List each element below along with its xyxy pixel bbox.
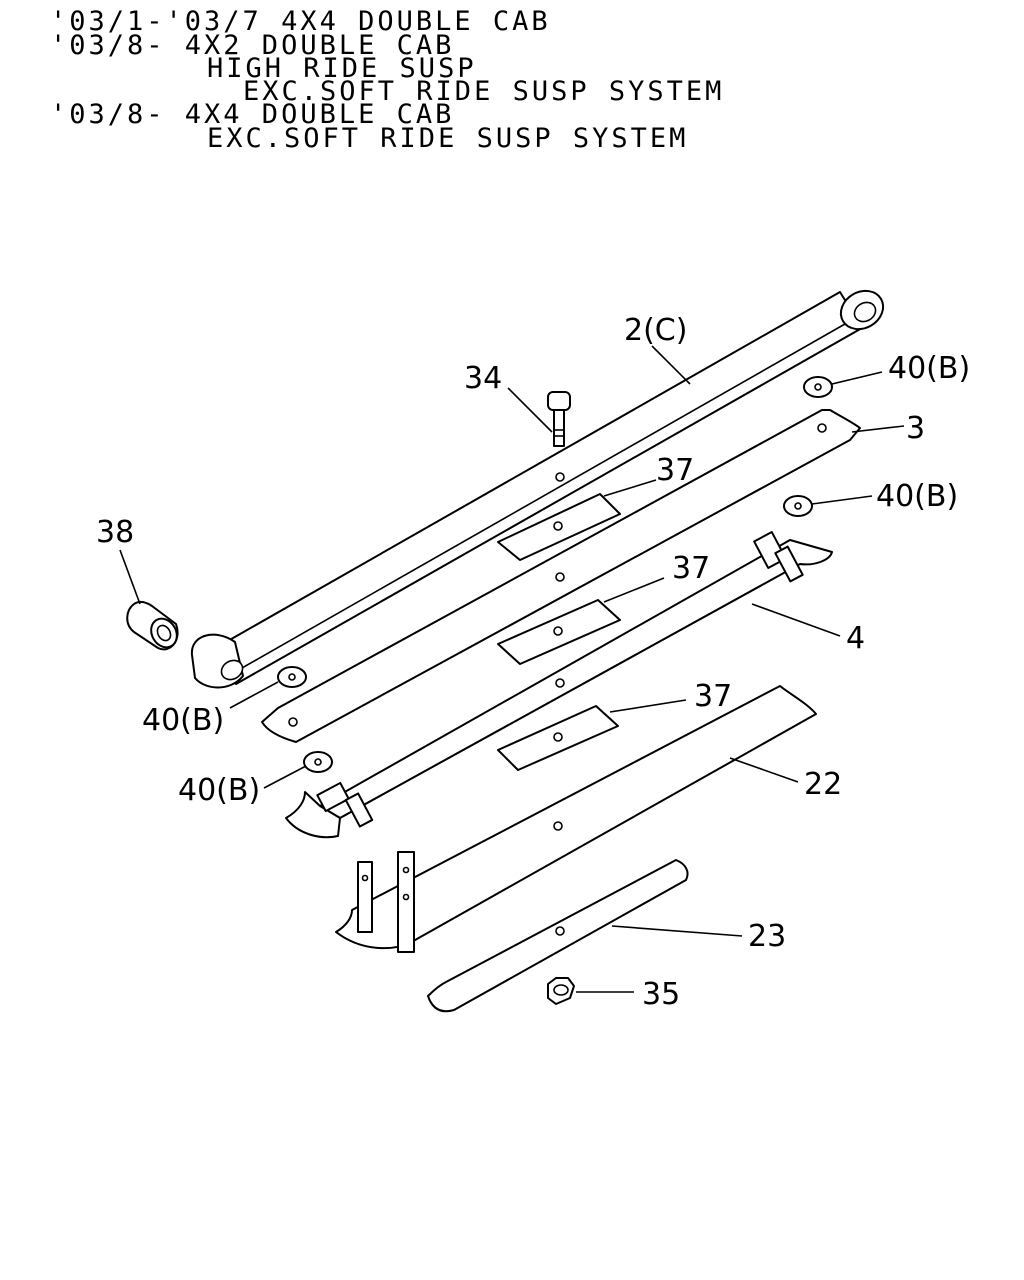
callout-40b-top: 40(B) bbox=[888, 351, 970, 386]
leader-lines bbox=[119, 345, 905, 993]
leaf-part-4 bbox=[285, 531, 833, 839]
callout-40b-upper-right: 40(B) bbox=[876, 479, 958, 514]
leaf-part-23 bbox=[427, 859, 689, 1013]
callout-34: 34 bbox=[464, 361, 502, 396]
header-line-1: '03/1-'03/7 4X4 DOUBLE CAB bbox=[50, 6, 551, 37]
callout-3: 3 bbox=[906, 411, 925, 446]
callout-37-lower: 37 bbox=[694, 679, 732, 714]
header-line-4: EXC.SOFT RIDE SUSP SYSTEM bbox=[243, 76, 724, 107]
washer-part-40-b bbox=[783, 495, 813, 517]
washer-part-40-d bbox=[303, 751, 333, 773]
header-line-2: '03/8- 4X2 DOUBLE CAB bbox=[50, 30, 454, 61]
callout-23: 23 bbox=[748, 919, 786, 954]
leaf-part-22 bbox=[335, 685, 817, 953]
callout-35: 35 bbox=[642, 977, 680, 1012]
main-leaf-part-2 bbox=[190, 289, 885, 689]
pad-part-37-lower bbox=[497, 705, 619, 771]
callout-40b-left: 40(B) bbox=[142, 703, 224, 738]
header-line-3: HIGH RIDE SUSP bbox=[207, 53, 477, 84]
washer-part-40-a bbox=[803, 376, 833, 398]
header-line-5: '03/8- 4X4 DOUBLE CAB bbox=[50, 99, 454, 130]
callout-2c: 2(C) bbox=[624, 313, 687, 348]
leaf-part-3 bbox=[261, 409, 861, 743]
callout-22: 22 bbox=[804, 767, 842, 802]
callout-37-middle: 37 bbox=[672, 551, 710, 586]
nut-part-35 bbox=[547, 977, 575, 1005]
callout-37-upper: 37 bbox=[656, 453, 694, 488]
pad-part-37-middle bbox=[497, 599, 621, 665]
washer-part-40-c bbox=[277, 666, 307, 688]
bushing-part-38 bbox=[126, 600, 179, 651]
center-bolt-part-34 bbox=[547, 391, 571, 447]
header-line-6: EXC.SOFT RIDE SUSP SYSTEM bbox=[207, 123, 688, 154]
callout-38: 38 bbox=[96, 515, 134, 550]
callout-40b-lower-left: 40(B) bbox=[178, 773, 260, 808]
header-text-block: '03/1-'03/7 4X4 DOUBLE CAB '03/8- 4X2 DO… bbox=[50, 6, 724, 154]
callout-4: 4 bbox=[846, 621, 865, 656]
pad-part-37-upper bbox=[497, 493, 621, 561]
